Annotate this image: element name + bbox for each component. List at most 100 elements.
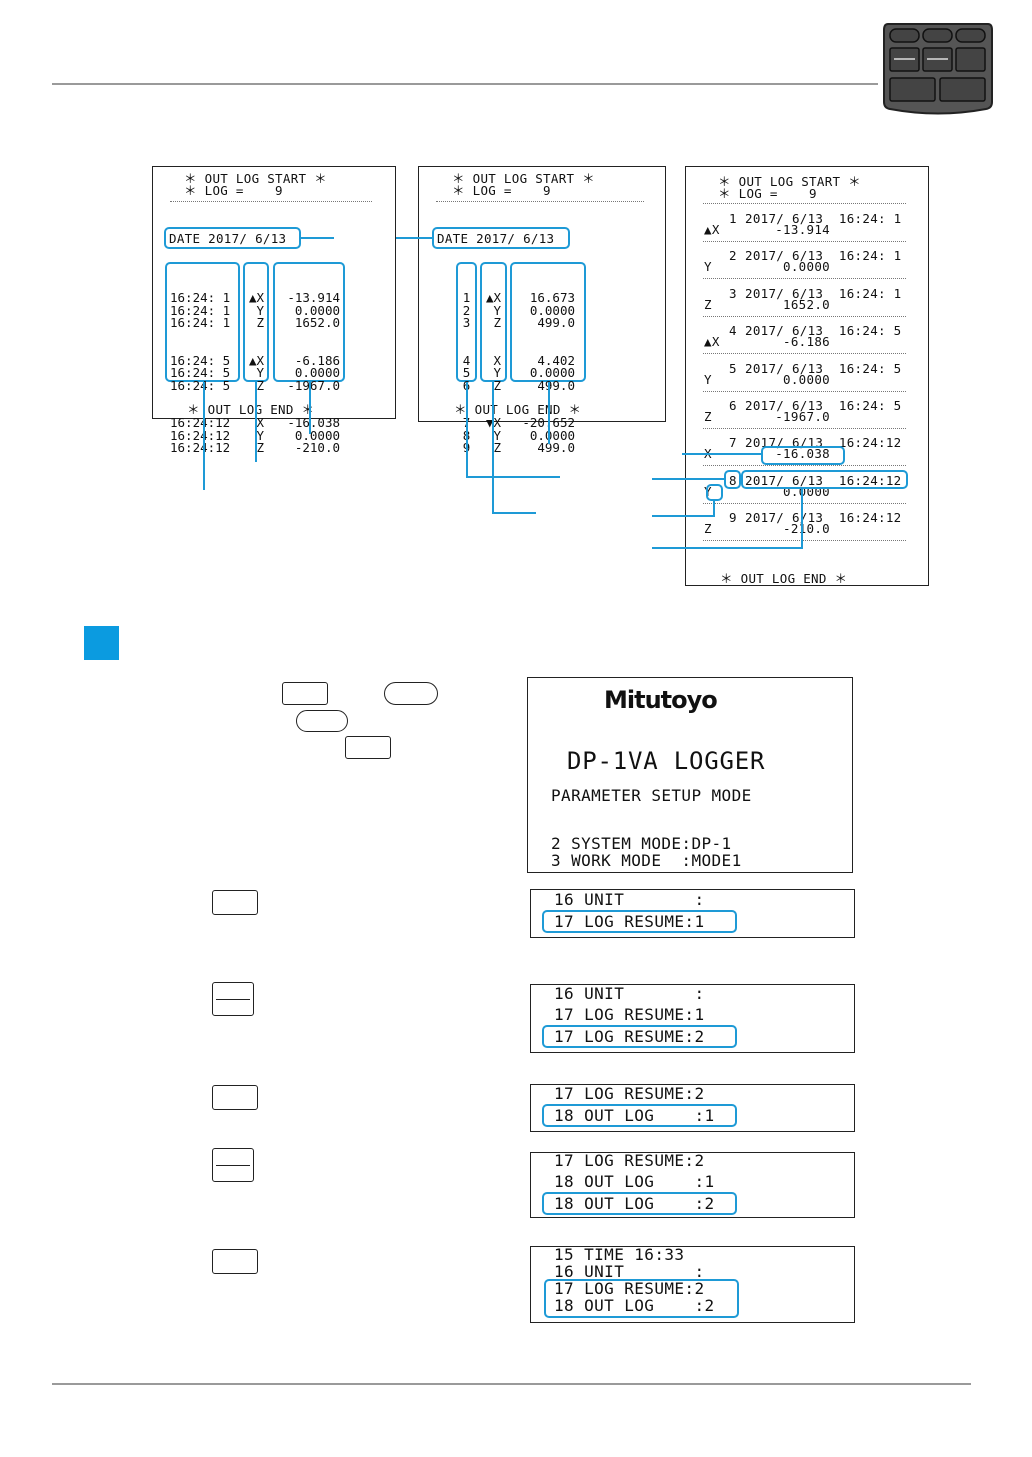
p2-date-callout xyxy=(396,237,432,239)
lcd4-line-1: 17 LOG RESUME:2 xyxy=(554,1151,705,1170)
p3-number-callout xyxy=(652,478,724,480)
p3-value-callout xyxy=(682,453,761,455)
p2-values-box xyxy=(510,262,586,382)
p3-separator xyxy=(703,390,906,392)
p3-entry-number: 5 xyxy=(729,360,737,376)
p3-separator xyxy=(703,278,906,280)
p2-axes-box xyxy=(480,262,507,382)
p2-date: DATE 2017/ 6/13 xyxy=(437,231,555,246)
p3-entry-stamp: 2017/ 6/13 16:24: 5 xyxy=(745,323,902,339)
key-step-1 xyxy=(212,890,258,915)
p3-entry-value: 1652.0 xyxy=(783,296,830,312)
p1-value-callout xyxy=(309,382,311,434)
lcd2-line-3: 17 LOG RESUME:2 xyxy=(554,1027,705,1046)
lcd5-highlight xyxy=(544,1279,739,1318)
main-title: DP-1VA LOGGER xyxy=(567,747,766,775)
p3-entry-stamp: 2017/ 6/13 16:24:12 xyxy=(745,472,902,488)
lcd-screen-5 xyxy=(530,1246,855,1323)
p3-entry-number: 9 xyxy=(729,510,737,526)
p3-entry-stamp: 2017/ 6/13 16:24:12 xyxy=(745,510,902,526)
lcd2-line-1: 16 UNIT : xyxy=(554,984,705,1003)
p1-axis-callout xyxy=(255,382,257,462)
p3-log: ＊ LOG = 9 xyxy=(718,186,817,201)
p1-axes-box xyxy=(243,262,269,382)
p3-end: ＊ OUT LOG END ＊ xyxy=(720,571,848,586)
p3-entry-value: -13.914 xyxy=(775,222,830,237)
p3-entry-number: 7 xyxy=(729,435,737,451)
p2-end: ＊ OUT LOG END ＊ xyxy=(454,402,582,417)
p2-separator xyxy=(436,201,644,202)
p3-stamp-callout-v xyxy=(801,489,803,549)
p3-axis-callout-h xyxy=(652,515,713,517)
p3-entry-axis: Z xyxy=(704,409,712,424)
key-pill-1 xyxy=(384,682,438,705)
lcd-screen-3 xyxy=(530,1084,855,1132)
p3-entry-stamp: 2017/ 6/13 16:24: 5 xyxy=(745,398,902,413)
p1-times-box xyxy=(165,262,240,382)
header-rule xyxy=(52,83,878,85)
p1-log: ＊ LOG = 9 xyxy=(184,183,283,198)
p2-value-callout xyxy=(548,382,550,444)
p3-start: ＊ OUT LOG START ＊ xyxy=(718,174,861,189)
p3-entry-axis: ▲X xyxy=(704,334,720,350)
p2-axes: ▲XYZ XYZ ▼XYZ xyxy=(485,290,501,455)
lcd5-line-4: 18 OUT LOG :2 xyxy=(554,1296,715,1315)
p3-axis-box xyxy=(706,484,723,501)
keypad-icon xyxy=(882,22,994,116)
p2-axis-callout-h xyxy=(492,512,536,514)
p2-axis-callout-v xyxy=(492,382,494,514)
p3-separator xyxy=(703,241,906,242)
p3-entry-number: 4 xyxy=(729,323,737,339)
lcd4-line-3: 18 OUT LOG :2 xyxy=(554,1194,715,1213)
p3-entry-value: -1967.0 xyxy=(775,409,830,424)
lcd3-line-1: 17 LOG RESUME:2 xyxy=(554,1084,705,1103)
p3-stamp-callout-h xyxy=(652,547,803,549)
p1-date: DATE 2017/ 6/13 xyxy=(169,231,287,246)
lcd4-line-2: 18 OUT LOG :1 xyxy=(554,1172,715,1191)
p3-entry-value: -210.0 xyxy=(783,521,830,537)
p3-entry-stamp: 2017/ 6/13 16:24: 1 xyxy=(745,248,902,264)
p1-start: ＊ OUT LOG START ＊ xyxy=(184,171,327,186)
main-mode: PARAMETER SETUP MODE xyxy=(551,786,752,805)
p1-time-callout xyxy=(203,382,205,490)
p3-entry-number: 6 xyxy=(729,398,737,413)
p3-separator xyxy=(703,428,906,429)
key-step-5 xyxy=(212,1249,258,1274)
lcd1-line-2: 17 LOG RESUME:1 xyxy=(554,912,705,931)
p3-entry-value: 0.0000 xyxy=(783,371,830,387)
p2-start: ＊ OUT LOG START ＊ xyxy=(452,171,595,186)
p3-entry-axis: Y xyxy=(704,259,712,275)
lcd5-line-1: 15 TIME 16:33 xyxy=(554,1245,685,1264)
p1-end: ＊ OUT LOG END ＊ xyxy=(187,402,315,417)
p1-separator xyxy=(170,201,372,202)
key-rect-1 xyxy=(282,682,328,705)
p3-entry-number: 2 xyxy=(729,248,737,264)
key-step-2 xyxy=(212,982,254,1016)
p2-date-box xyxy=(432,227,570,249)
p3-entry-number: 1 xyxy=(729,211,737,226)
p3-axis-callout-v xyxy=(713,501,715,517)
p3-separator-0 xyxy=(703,203,906,204)
p1-values-box xyxy=(273,262,345,382)
lcd2-line-2: 17 LOG RESUME:1 xyxy=(554,1005,705,1024)
p3-entry-value: 0.0000 xyxy=(783,259,830,275)
p3-entry-value: -16.038 xyxy=(775,446,830,462)
p3-entry-axis: Y xyxy=(704,371,712,387)
lcd4-highlight xyxy=(542,1192,737,1215)
lcd2-highlight xyxy=(542,1025,737,1048)
lcd3-line-2: 18 OUT LOG :1 xyxy=(554,1106,715,1125)
lcd-screen-1 xyxy=(530,889,855,938)
printout-3 xyxy=(685,166,929,586)
p2-numbers-box xyxy=(456,262,477,382)
p3-stamp-box xyxy=(741,470,908,489)
p3-entry-stamp: 2017/ 6/13 16:24: 1 xyxy=(745,211,902,226)
main-lcd-screen xyxy=(527,677,853,873)
main-line-2: 3 WORK MODE :MODE1 xyxy=(551,851,742,870)
lcd-screen-2 xyxy=(530,984,855,1053)
p2-number-callout-h xyxy=(466,476,560,478)
p3-entry-axis: Z xyxy=(704,296,712,312)
